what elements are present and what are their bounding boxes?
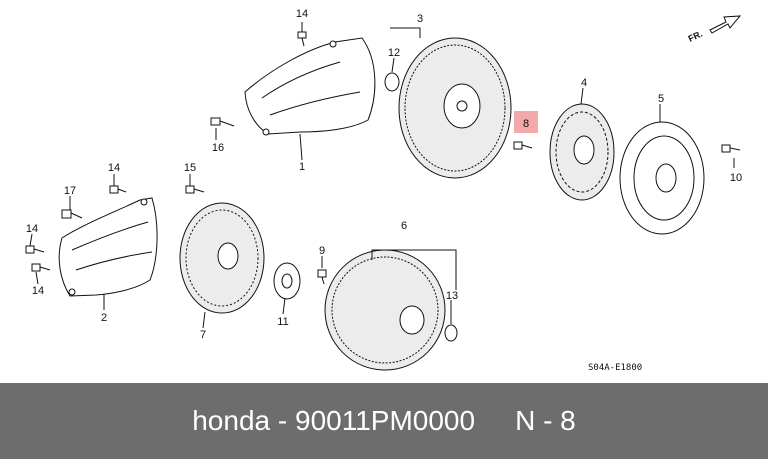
part-1-dust-cover [244, 37, 376, 136]
callout-4: 4 [581, 77, 587, 89]
caption-separator: - [277, 405, 288, 436]
callout-16: 16 [212, 142, 224, 154]
bolt-part-14-bottom [31, 263, 51, 272]
callout-1: 1 [299, 161, 305, 173]
part-4-clutch-disc [549, 103, 615, 201]
part-1-hole [262, 128, 270, 136]
callout-8: 8 [523, 118, 529, 130]
leader-lines [29, 22, 735, 329]
part-8-highlight [514, 111, 538, 133]
part-13-o-ring [444, 324, 458, 342]
callout-9: 9 [319, 245, 325, 257]
part-12-bearing [384, 72, 400, 92]
callout-2: 2 [101, 312, 107, 324]
callout-14: 14 [26, 223, 38, 235]
caption-text: honda - 90011PM0000 N - 8 [0, 383, 768, 459]
callout-3: 3 [417, 13, 423, 25]
callout-labels: 14 3 12 4 5 8 10 16 1 14 15 17 14 14 2 7… [26, 8, 742, 341]
bolt-part-15 [185, 185, 205, 194]
caption-bar: honda - 90011PM0000 N - 8 [0, 383, 768, 459]
bolt-part-17 [61, 209, 83, 219]
reference-label: N - 8 [515, 405, 576, 436]
bolt-part-14-left [25, 245, 45, 254]
part-6-torque-converter [324, 249, 446, 371]
bolt-part-16 [210, 117, 235, 127]
callout-5: 5 [658, 93, 664, 105]
part-2-dust-cover [58, 197, 158, 297]
bolt-part-9 [317, 269, 327, 285]
callout-11: 11 [277, 316, 288, 328]
part-3-flywheel [398, 37, 512, 179]
callout-15: 15 [184, 162, 196, 174]
diagram-canvas: 14 3 12 4 5 8 10 16 1 14 15 17 14 14 2 7… [25, 8, 742, 373]
bolt-part-8 [513, 141, 533, 150]
part-number: 90011PM0000 [295, 405, 476, 436]
bolt-part-14-upper [297, 31, 307, 47]
callout-7: 7 [200, 329, 206, 341]
callout-6: 6 [401, 220, 407, 232]
callout-12: 12 [388, 47, 400, 59]
callout-14: 14 [108, 162, 120, 174]
part-11-shim [273, 262, 301, 300]
exploded-parts-diagram: 14 3 12 4 5 8 10 16 1 14 15 17 14 14 2 7… [25, 8, 743, 373]
part-2-hole [68, 288, 76, 296]
arrow-icon [709, 15, 742, 34]
bolt-part-14-mid [109, 185, 127, 194]
brand-name: honda [192, 405, 271, 436]
part-7-drive-plate [179, 202, 265, 314]
callout-13: 13 [446, 290, 458, 302]
part-1-hole [329, 40, 337, 48]
part-2-hole [140, 198, 148, 206]
front-direction-indicator: FR. [687, 15, 742, 44]
callout-14: 14 [32, 285, 44, 297]
part-5-pressure-plate [619, 121, 705, 235]
callout-17: 17 [64, 185, 76, 197]
bolt-part-10 [721, 144, 741, 153]
direction-label: FR. [687, 29, 704, 44]
callout-10: 10 [730, 172, 742, 184]
callout-14: 14 [296, 8, 308, 20]
drawing-code: S04A-E1800 [588, 363, 642, 373]
